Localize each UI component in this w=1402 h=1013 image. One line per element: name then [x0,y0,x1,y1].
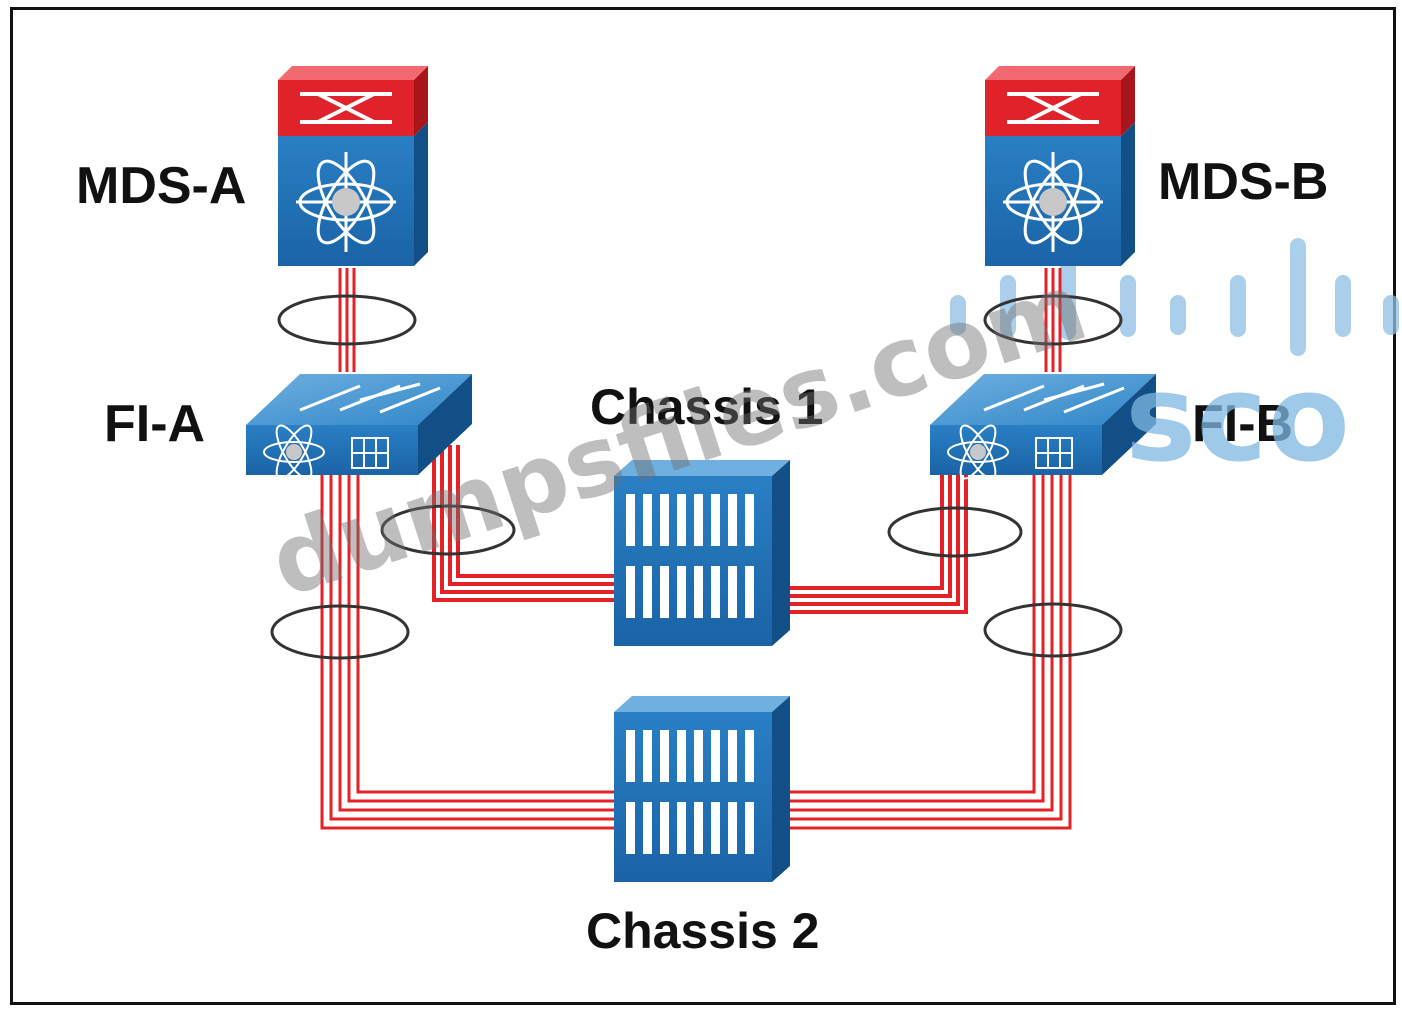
label-mds-b: MDS-B [1158,153,1329,211]
link-mds-b-fi-b [1044,268,1062,372]
link-fi-b-chassis-2 [785,470,1072,830]
link-fi-a-chassis-2 [320,470,620,830]
label-fi-a: FI-A [104,395,206,453]
link-fi-b-chassis-1 [780,470,968,614]
chassis-2-icon [614,696,790,882]
brand-bars-watermark [950,238,1399,356]
mds-a-switch-icon [278,66,428,266]
link-mds-a-fi-a [338,268,356,372]
port-channel-rings [270,294,1123,660]
label-chassis-1: Chassis 1 [590,379,824,435]
ring-fi-a-chassis-2 [270,604,410,660]
label-chassis-2: Chassis 2 [586,903,820,959]
ring-fi-b-chassis-2 [983,602,1123,658]
chassis-1-icon [614,460,790,646]
ring-fi-a-chassis-1 [380,504,516,556]
mds-b-switch-icon [985,66,1135,266]
ring-mds-a [277,294,417,346]
brand-watermark: sco [1125,350,1350,489]
label-fi-b: FI-B [1192,395,1294,453]
ring-fi-b-chassis-1 [887,506,1023,558]
fi-a-fabric-interconnect-icon [246,374,472,480]
label-mds-a: MDS-A [76,157,247,215]
link-fi-a-chassis-1 [432,445,620,602]
ring-mds-b [983,294,1123,346]
fi-b-fabric-interconnect-icon [930,374,1156,480]
